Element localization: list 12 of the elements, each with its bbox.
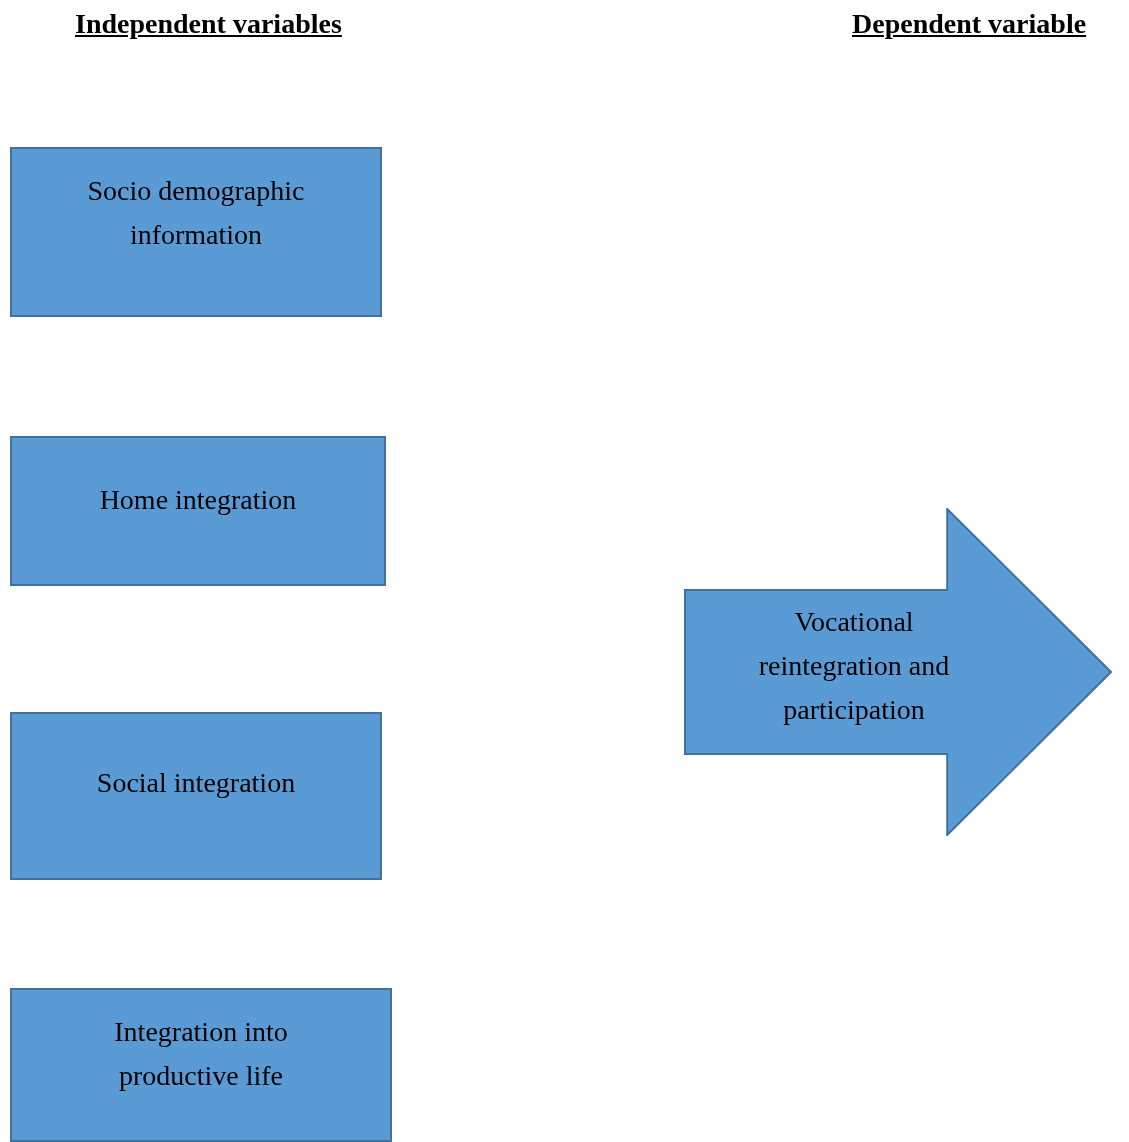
node-text: Socio demographic information xyxy=(86,174,306,252)
block-arrow xyxy=(684,508,1112,836)
node-text: Social integration xyxy=(95,766,297,800)
variable-box xyxy=(10,712,382,880)
variable-box xyxy=(10,988,392,1142)
variable-box xyxy=(10,436,386,586)
node-text: Home integration xyxy=(98,483,298,517)
node-text: Vocational reintegration and participation xyxy=(757,605,951,727)
column-heading: Dependent variable xyxy=(852,8,1087,40)
node-text: Integration into productive life xyxy=(113,1015,289,1093)
column-heading: Independent variables xyxy=(75,8,342,40)
variable-box xyxy=(10,147,382,317)
